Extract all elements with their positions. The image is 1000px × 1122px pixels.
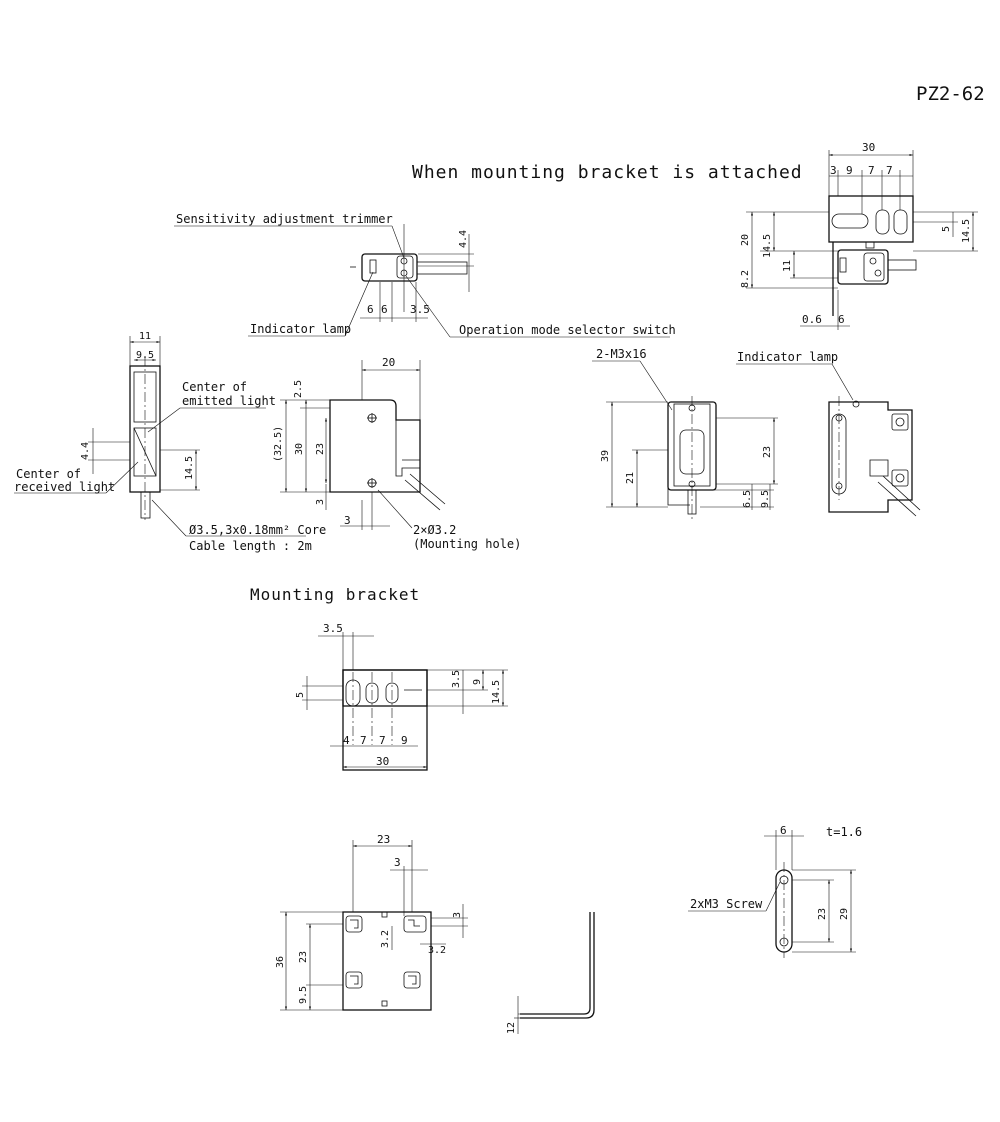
dim-front-3b: 3 <box>344 514 351 527</box>
dim-mb2-23: 23 <box>377 833 390 846</box>
dim-mb-9b: 9 <box>401 734 408 747</box>
callout-cable-2: Cable length : 2m <box>189 539 312 553</box>
dim-top-3-5: 3.5 <box>410 303 430 316</box>
dim-mb-7a: 7 <box>360 734 367 747</box>
dim-mb-4: 4 <box>343 734 350 747</box>
attached-top-view <box>746 150 978 330</box>
top-view <box>350 224 474 322</box>
dim-mb-30: 30 <box>376 755 389 768</box>
callout-screws: 2-M3x16 <box>596 347 647 361</box>
dim-att-11: 11 <box>782 260 793 272</box>
heading-bracket-attached: When mounting bracket is attached <box>412 162 803 183</box>
callout-center-emitted-1: Center of <box>182 380 247 394</box>
dim-mb3-29: 29 <box>839 908 850 920</box>
dim-mb2-3b: 3 <box>452 912 463 918</box>
callout-bracket-screw: 2xM3 Screw <box>690 897 763 911</box>
dim-mb2-23b: 23 <box>298 951 309 963</box>
callout-cable-1: Ø3.5,3x0.18mm² Core <box>189 523 326 537</box>
dim-mb2-3-2a: 3.2 <box>380 930 391 948</box>
dim-mb-3-5b: 3.5 <box>451 670 462 688</box>
dim-att-9: 9 <box>846 164 853 177</box>
callout-center-received-1: Center of <box>16 467 81 481</box>
callout-mounting-hole-2: (Mounting hole) <box>413 537 521 551</box>
dim-att-14-5: 14.5 <box>762 234 773 258</box>
dim-top-6b: 6 <box>381 303 388 316</box>
dim-front-20: 20 <box>382 356 395 369</box>
dim-att2-23: 23 <box>762 446 773 458</box>
dim-att-6: 6 <box>838 313 845 326</box>
callout-mounting-hole-1: 2×Ø3.2 <box>413 523 456 537</box>
dim-att-0-6: 0.6 <box>802 313 822 326</box>
dim-mb-14-5: 14.5 <box>491 680 502 704</box>
dim-mb-9: 9 <box>472 679 483 685</box>
dim-att-20: 20 <box>740 234 751 246</box>
dim-att2-6-5: 6.5 <box>742 490 753 508</box>
dim-front-3: 3 <box>315 499 326 505</box>
dim-mb3-6: 6 <box>780 824 787 837</box>
dim-mb3-23: 23 <box>817 908 828 920</box>
callout-indicator-lamp: Indicator lamp <box>250 322 351 336</box>
dim-mb-3-5: 3.5 <box>323 622 343 635</box>
dim-att-5: 5 <box>941 226 952 232</box>
dim-att2-39: 39 <box>600 450 611 462</box>
dim-mb2-3: 3 <box>394 856 401 869</box>
attached-front-view-b <box>828 396 921 517</box>
dim-att-3: 3 <box>830 164 837 177</box>
dim-mb2-36: 36 <box>275 956 286 968</box>
dim-att2-9-5: 9.5 <box>760 490 771 508</box>
model-number: PZ2-62 <box>916 83 985 105</box>
callout-center-emitted-2: emitted light <box>182 394 276 408</box>
dim-front-30: 30 <box>294 443 305 455</box>
dim-att-7a: 7 <box>868 164 875 177</box>
dim-mb2-12: 12 <box>506 1022 517 1034</box>
thickness-label: t=1.6 <box>826 825 862 839</box>
dim-mb2-3-2b: 3.2 <box>428 945 446 956</box>
dim-att-7b: 7 <box>886 164 893 177</box>
dim-att-14-5b: 14.5 <box>961 219 972 243</box>
front-view <box>280 360 446 530</box>
bracket-screw-detail <box>764 830 856 958</box>
dim-top-4-4: 4.4 <box>458 230 469 248</box>
dim-front-2-5: 2.5 <box>293 380 304 398</box>
mounting-bracket-front <box>280 840 468 1011</box>
dim-mb-7b: 7 <box>379 734 386 747</box>
dim-side-9-5: 9.5 <box>136 350 154 361</box>
callout-center-received-2: received light <box>14 480 115 494</box>
callout-operation-switch: Operation mode selector switch <box>459 323 676 337</box>
dim-top-6a: 6 <box>367 303 374 316</box>
heading-mounting-bracket: Mounting bracket <box>250 585 420 604</box>
side-view <box>88 336 200 520</box>
callout-sensitivity-trimmer: Sensitivity adjustment trimmer <box>176 212 393 226</box>
dim-front-32-5: (32.5) <box>273 426 284 462</box>
mounting-bracket-side <box>514 912 595 1034</box>
dim-mb2-9-5: 9.5 <box>298 986 309 1004</box>
dim-att2-21: 21 <box>625 472 636 484</box>
callout-indicator-lamp-2: Indicator lamp <box>737 350 838 364</box>
dim-side-14-5: 14.5 <box>184 456 195 480</box>
dim-att-8-2: 8.2 <box>740 270 751 288</box>
attached-front-view-a <box>606 396 778 520</box>
dim-side-11: 11 <box>139 331 151 342</box>
dim-mb-5: 5 <box>295 692 306 698</box>
dim-front-23: 23 <box>315 443 326 455</box>
mounting-bracket-top <box>302 632 508 771</box>
dim-att-30: 30 <box>862 141 875 154</box>
dim-side-4-4: 4.4 <box>80 442 91 460</box>
